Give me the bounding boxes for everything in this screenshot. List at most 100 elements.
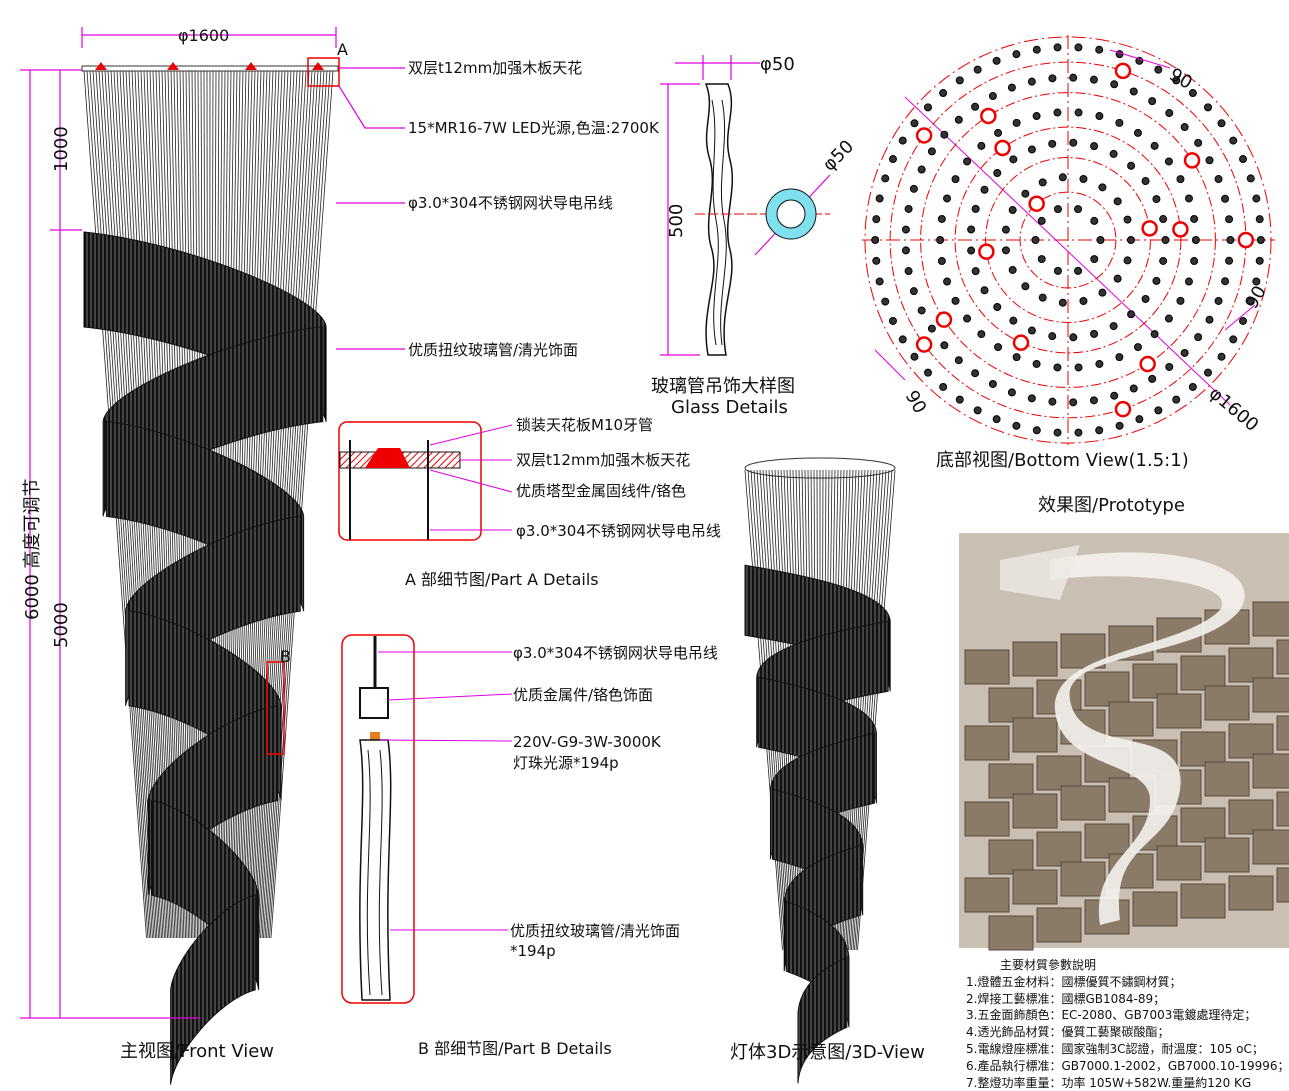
bottom-glass-dot (1252, 194, 1261, 203)
wall-tile (1036, 907, 1082, 943)
bottom-glass-dot (1180, 348, 1189, 357)
bottom-glass-dot (1074, 363, 1083, 372)
bottom-glass-dot (1048, 332, 1057, 341)
bottom-glass-dot (1150, 141, 1159, 150)
wall-tile (1012, 717, 1058, 753)
wall-tile (1180, 807, 1226, 843)
bottom-glass-dot (1180, 123, 1189, 132)
bottom-glass-dot (1012, 421, 1021, 430)
bottom-glass-dot (1027, 77, 1036, 86)
bottom-glass-dot (1172, 395, 1181, 404)
bottom-glass-dot (1074, 428, 1083, 437)
bottom-glass-dot (1053, 363, 1062, 372)
bottom-glass-dot (927, 324, 936, 333)
bottom-glass-dot (1069, 73, 1078, 82)
bottom-glass-dot (1161, 236, 1170, 244)
bottom-glass-dot (1079, 297, 1088, 306)
callout-glass: 优质扭纹玻璃管/清光饰面 (408, 341, 578, 359)
wall-tile (1012, 793, 1058, 829)
wall-tile (1060, 861, 1106, 897)
bottom-glass-dot (1095, 45, 1104, 54)
bottom-glass-dot (1113, 274, 1122, 283)
bottom-glass-dot (971, 369, 980, 378)
bottom-glass-dot (1053, 428, 1062, 437)
bottom-lamp (1183, 152, 1201, 169)
callout-wire: φ3.0*304不锈钢网状导电吊线 (408, 194, 613, 212)
bottom-glass-dot (1239, 155, 1248, 164)
spec-item: 2.焊接工藝標准：國標GB1084-89； (966, 991, 1166, 1006)
bottom-glass-dot (951, 175, 960, 184)
spec-item: 4.透光飾品材質：優質工藝聚碳酸酯； (966, 1025, 1170, 1040)
bottom-glass-dot (1123, 256, 1132, 265)
bottom-glass-dot (940, 341, 949, 350)
part-b-caption: B 部细节图/Part B Details (418, 1039, 612, 1058)
bottom-glass-dot (940, 130, 949, 139)
bottom-lamp (1172, 221, 1189, 238)
spec-item: 6.產品執行標准：GB7000.1-2002，GB7000.10-19996； (966, 1058, 1289, 1073)
bottom-glass-dot (881, 174, 890, 183)
bottom-lamp (915, 127, 933, 144)
bottom-glass-dot (1126, 236, 1135, 244)
bottom-glass-dot (1009, 316, 1018, 325)
part-a-callout-2: 双层t12mm加强木板天花 (516, 451, 690, 469)
bottom-glass-dot (1150, 330, 1159, 339)
bottom-glass-dot (1021, 282, 1030, 291)
bottom-glass-dot (1229, 335, 1238, 344)
bottom-glass-dot (1074, 43, 1083, 52)
bottom-view: 90 90 90 φ1600 底部视图/Bottom View(1.5:1) (862, 35, 1275, 471)
bottom-glass-dot (954, 115, 963, 124)
bottom-glass-dot (1184, 194, 1193, 203)
bottom-glass-dot (980, 185, 989, 194)
bottom-glass-dot (1110, 391, 1119, 400)
bottom-glass-dot (1069, 138, 1078, 147)
bottom-glass-dot (1190, 257, 1199, 266)
bottom-lamp (1012, 334, 1030, 351)
bottom-glass-dot (1074, 205, 1083, 214)
wall-tile (964, 725, 1010, 761)
bottom-glass-dot (872, 215, 881, 224)
bottom-glass-dot (881, 297, 890, 306)
wall-tile (1180, 883, 1226, 919)
bottom-glass-dot (1090, 329, 1099, 338)
bottom-glass-dot (973, 406, 982, 415)
bottom-dim-90-left: 90 (901, 387, 931, 417)
bottom-glass-dot (1089, 396, 1098, 405)
glass-caption-en: Glass Details (671, 397, 788, 418)
bottom-glass-dot (1090, 142, 1099, 151)
spiral-glass-bands (83, 231, 327, 1085)
wall-tile (1252, 677, 1289, 713)
bottom-glass-dot (1217, 352, 1226, 361)
bottom-glass-dot (1127, 310, 1136, 319)
front-view: φ1600 A B 6000 高度可调节 1000 5000 双层t12mm加强… (20, 26, 660, 1085)
bottom-glass-dot (1090, 255, 1099, 264)
wall-tile (1276, 715, 1289, 751)
bottom-glass-dot (1221, 194, 1230, 203)
bottom-glass-dot (988, 92, 997, 101)
part-b-detail: φ3.0*304不锈钢网状导电吊线 优质金属件/铬色饰面 220V-G9-3W-… (341, 634, 718, 1058)
bottom-glass-dot (1053, 205, 1062, 214)
bottom-glass-dot (1058, 298, 1067, 307)
bottom-glass-dot (1246, 297, 1255, 306)
bottom-glass-dot (1012, 118, 1021, 127)
wall-tile (1132, 663, 1178, 699)
bottom-glass-dot (992, 56, 1001, 65)
bottom-lamp (978, 243, 995, 260)
rod (857, 469, 896, 951)
bottom-glass-dot (875, 277, 884, 286)
bottom-glass-dot (1133, 343, 1142, 352)
bottom-lamp (1139, 355, 1156, 373)
bottom-glass-dot (1109, 322, 1118, 331)
bottom-glass-dot (1184, 277, 1193, 286)
detail-a-box (307, 57, 340, 87)
spec-title: 主要材質參數說明 (1000, 958, 1097, 972)
bottom-glass-dot (1194, 138, 1203, 147)
bottom-lamp (994, 139, 1011, 157)
bottom-glass-dot (901, 225, 910, 234)
wall-tile (1228, 875, 1274, 911)
bottom-view-caption: 底部视图/Bottom View(1.5:1) (936, 450, 1189, 471)
bottom-glass-dot (910, 352, 919, 361)
bottom-glass-dot (1123, 215, 1132, 224)
bottom-glass-dot (1053, 266, 1062, 275)
bottom-glass-dot (1053, 108, 1062, 117)
